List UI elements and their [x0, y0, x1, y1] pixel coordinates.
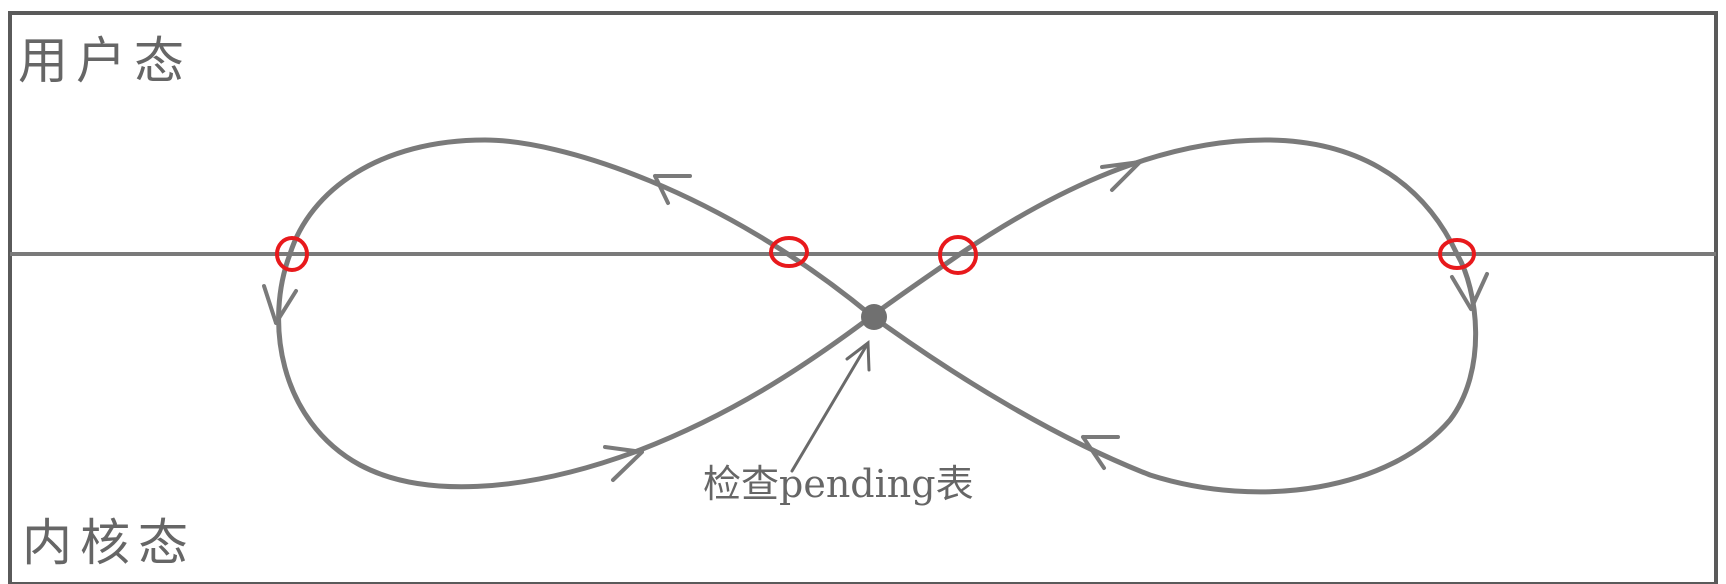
- kernel-mode-label: 内核态: [22, 514, 196, 572]
- arrow-right-lower-icon: [1081, 435, 1120, 470]
- arrow-left-down-icon: [262, 284, 298, 325]
- boundary-marker-3: [938, 235, 978, 275]
- loop-right-lower: [869, 251, 1479, 495]
- annotation-arrow-head-icon: [845, 340, 871, 372]
- arrow-right-upper-icon: [1100, 160, 1142, 192]
- loop-right-upper: [869, 137, 1460, 319]
- boundary-marker-4: [1438, 238, 1476, 270]
- boundary-marker-2: [769, 236, 809, 268]
- user-mode-label: 用户态: [18, 32, 192, 90]
- arrow-left-lower-icon: [603, 445, 644, 482]
- pending-check-point: [861, 304, 887, 330]
- diagram-frame: [8, 11, 1718, 584]
- check-pending-label: 检查pending表: [703, 462, 974, 506]
- boundary-markers: [275, 235, 1476, 275]
- direction-arrows: [262, 160, 1489, 482]
- arrow-right-down-icon: [1450, 272, 1489, 311]
- loop-left-upper: [287, 137, 875, 319]
- annotation-arrow-shaft: [790, 341, 870, 473]
- loop-left-lower: [276, 251, 875, 490]
- boundary-marker-1: [275, 236, 309, 272]
- annotation-arrow: [790, 340, 871, 473]
- arrow-left-upper-icon: [653, 174, 692, 205]
